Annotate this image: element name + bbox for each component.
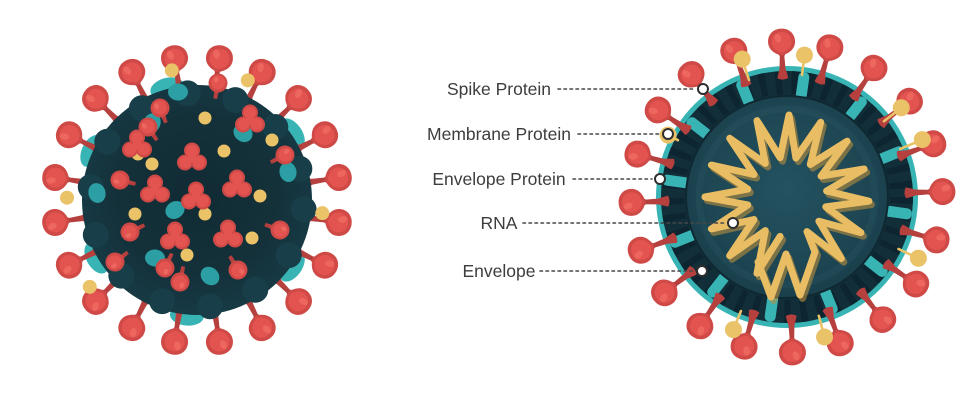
spike-protein-trefoil [160,221,190,250]
membrane-protein-dot [253,189,267,203]
membrane-protein-dot [240,73,255,88]
spike-protein-trefoil [140,174,170,203]
spike-protein-top-view [228,255,248,280]
spike-protein-top-view [150,98,170,124]
envelope-protein-stud [707,272,729,298]
membrane-protein-dot [265,133,279,147]
spike-protein-glyph [627,232,678,264]
label-membrane-protein: Membrane Protein [427,124,571,144]
spike-protein-trefoil [181,181,211,210]
envelope-protein-stud [669,230,697,248]
spike-protein-glyph [618,188,670,216]
envelope-protein-spot [168,83,188,101]
spike-protein-glyph [730,309,760,360]
callout-marker-rna [727,217,739,229]
spike-protein-glyph [855,287,897,333]
virion-external-view [42,45,352,355]
body-bump [94,128,121,155]
spike-protein-top-view [105,250,129,272]
envelope-protein-stud [883,205,912,220]
envelope-protein-stud [877,146,905,164]
callout-marker-envelope-protein [654,173,666,185]
membrane-protein-pin [898,131,931,151]
envelope-protein-stud [686,117,712,139]
membrane-protein-dot [315,206,330,221]
envelope-protein-stud [736,79,754,107]
membrane-protein-dot [198,111,212,125]
spike-protein-top-view [120,222,146,242]
envelope-protein-stud [795,72,810,101]
body-bump [242,276,269,303]
label-envelope: Envelope [463,261,536,281]
envelope-protein-stud [845,96,867,122]
membrane-protein-dot [82,279,97,294]
spike-protein-glyph [904,178,956,206]
spike-protein-glyph [686,292,726,340]
label-envelope-protein: Envelope Protein [432,169,565,189]
membrane-protein-dot [128,207,142,221]
membrane-protein-dot [164,63,179,78]
spike-protein-glyph [778,314,806,366]
callout-lines [522,83,739,277]
spike-protein-glyph [848,54,888,102]
membrane-protein-dot [198,207,212,221]
spike-protein-trefoil [235,104,265,133]
callout-marker-membrane-protein [662,128,674,140]
virion-cross-section-view [618,28,956,366]
callout-marker-envelope [696,265,708,277]
membrane-protein-dot [245,231,259,245]
envelope-protein-spot [279,162,297,182]
rna-strand [701,111,873,301]
label-column: Spike Protein Membrane Protein Envelope … [427,79,571,281]
membrane-protein-pin [795,46,813,77]
spike-protein-glyph [651,265,697,307]
spike-protein-trefoil [222,169,252,198]
body-bump [262,114,289,141]
membrane-protein-dot [180,248,194,262]
body-bump [197,293,224,320]
spike-protein-top-view [155,252,175,278]
spike-protein-trefoil [213,219,243,248]
spike-protein-top-view [208,73,228,100]
envelope-protein-stud [862,255,888,277]
spike-protein-glyph [644,96,692,136]
spike-protein-glyph [814,34,844,85]
spike-protein-glyph [768,28,796,80]
core-inner-ring [695,105,879,289]
label-rna: RNA [481,213,518,233]
membrane-protein-pin [733,50,751,82]
membrane-protein-pin [816,314,834,346]
body-bump [275,242,302,269]
membrane-protein-dot [217,144,231,158]
membrane-protein-pin [882,99,910,123]
membrane-protein-pin [897,247,927,267]
spike-protein-glyph [822,306,854,357]
spike-protein-top-view [138,117,159,142]
body-bump [290,196,317,223]
spike-protein-top-view [264,220,290,240]
spike-protein-glyph [899,224,950,254]
label-spike-protein: Spike Protein [447,79,551,99]
membrane-protein-dot [60,190,75,205]
callout-marker-spike-protein [697,83,709,95]
membrane-protein-pin [724,309,743,339]
spike-protein-top-view [110,170,136,190]
spike-protein-top-view [269,145,295,165]
spike-protein-top-view [170,265,190,292]
spike-protein-trefoil [122,129,152,158]
envelope-protein-spot [165,201,185,219]
envelope-protein-stud [662,174,691,189]
spike-protein-glyph [624,140,675,170]
spike-protein-glyph [882,258,930,298]
body-bump [222,87,249,114]
envelope-protein-stud [820,287,838,315]
body-bump [149,288,176,315]
envelope-protein-spot [88,183,106,203]
membrane-protein-dot [145,157,159,171]
body-bump [82,221,109,248]
envelope-protein-spot [200,266,220,286]
envelope-ring-ticks [661,71,913,323]
spike-protein-trefoil [177,142,207,171]
